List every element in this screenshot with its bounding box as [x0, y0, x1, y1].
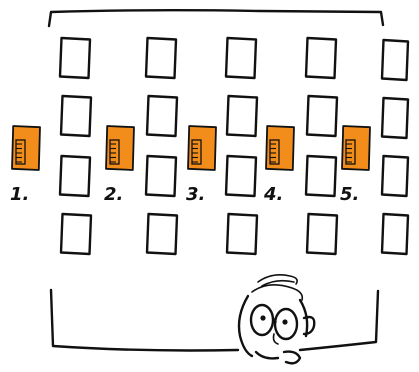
box-cell — [147, 214, 177, 254]
box-cell — [227, 96, 257, 136]
box-cell — [307, 214, 337, 254]
box-cell — [60, 38, 90, 78]
box-cell — [146, 156, 176, 196]
marker-label: 4. — [263, 184, 283, 205]
box-cell — [60, 156, 90, 196]
marker-label: 2. — [104, 184, 123, 205]
box-cell — [382, 214, 408, 254]
box-cell — [226, 38, 256, 78]
box-cell — [382, 98, 408, 138]
bottom-bracket — [51, 290, 378, 351]
marker-2: 2. — [104, 126, 134, 205]
box-cell — [382, 156, 408, 196]
marker-4: 4. — [263, 126, 294, 205]
box-cell — [146, 38, 176, 78]
marker-label: 3. — [186, 184, 205, 205]
box-cell — [306, 156, 336, 196]
box-cell — [307, 96, 337, 136]
marker-5: 5. — [340, 126, 370, 205]
box-cell — [306, 38, 336, 78]
marker-1: 1. — [10, 126, 40, 205]
top-bracket — [49, 10, 383, 26]
marker-label: 5. — [340, 184, 359, 205]
box-cell — [382, 40, 408, 80]
box-cell — [227, 214, 257, 254]
box-cell — [61, 214, 91, 254]
box-cell — [226, 156, 256, 196]
box-cell — [147, 96, 177, 136]
marker-3: 3. — [186, 126, 216, 205]
marker-label: 1. — [10, 184, 29, 205]
box-cell — [61, 96, 91, 136]
